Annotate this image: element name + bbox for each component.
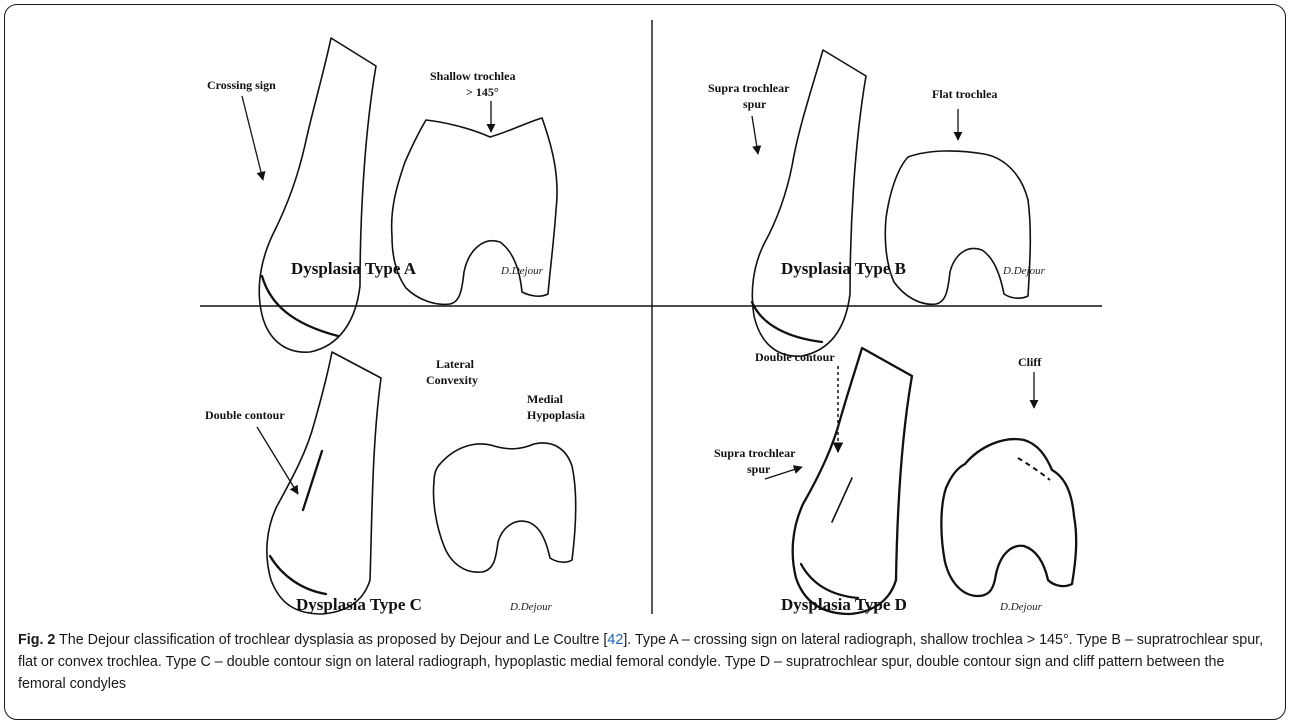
label-double-contour-d: Double contour: [755, 350, 835, 364]
panel-type-b: Supra trochlear spur Flat trochlea Dyspl…: [708, 50, 1046, 356]
label-lateral-convexity-l2: Convexity: [426, 373, 478, 387]
arrow-double-contour-c: [257, 427, 298, 494]
title-type-a: Dysplasia Type A: [291, 259, 417, 278]
arrow-supra-trochlear-spur-d: [765, 467, 802, 479]
label-shallow-angle: > 145°: [466, 85, 499, 99]
figure-illustration: Crossing sign Shallow trochlea > 145° Dy…: [0, 0, 1292, 622]
title-type-b: Dysplasia Type B: [781, 259, 906, 278]
trochlea-d: [941, 439, 1076, 596]
signature-b: D.Dejour: [1002, 265, 1046, 277]
panel-type-a: Crossing sign Shallow trochlea > 145° Dy…: [207, 38, 557, 352]
trochlea-b: [885, 151, 1030, 304]
label-supra-trochlear-spur-b-l1: Supra trochlear: [708, 81, 790, 95]
label-cliff: Cliff: [1018, 355, 1042, 369]
panel-type-c: Double contour Lateral Convexity Medial …: [205, 352, 585, 614]
caption-text-start: The Dejour classification of trochlear d…: [55, 632, 607, 648]
label-supra-trochlear-spur-d-l1: Supra trochlear: [714, 446, 796, 460]
trochlea-c: [433, 443, 575, 572]
double-contour-outer-c: [270, 556, 326, 594]
spur-contour-d: [801, 564, 858, 598]
title-type-c: Dysplasia Type C: [296, 595, 422, 614]
label-supra-trochlear-spur-d-l2: spur: [747, 462, 771, 476]
femur-lateral-b: [752, 50, 866, 356]
label-flat-trochlea: Flat trochlea: [932, 87, 997, 101]
caption-reference-link[interactable]: 42: [607, 632, 623, 648]
label-lateral-convexity-l1: Lateral: [436, 357, 475, 371]
label-shallow-trochlea: Shallow trochlea: [430, 69, 515, 83]
signature-c: D.Dejour: [509, 601, 553, 613]
arrow-supra-trochlear-spur-b: [752, 116, 758, 154]
signature-d: D.Dejour: [999, 601, 1043, 613]
double-contour-line-d: [832, 478, 852, 522]
arrow-crossing-sign: [242, 96, 263, 180]
caption-fig-label: Fig. 2: [18, 632, 55, 648]
label-crossing-sign: Crossing sign: [207, 78, 276, 92]
figure-caption: Fig. 2 The Dejour classification of troc…: [18, 629, 1274, 695]
cliff-dashed-line: [1018, 458, 1050, 480]
double-contour-line-c: [303, 451, 322, 510]
title-type-d: Dysplasia Type D: [781, 595, 907, 614]
label-supra-trochlear-spur-b-l2: spur: [743, 97, 767, 111]
label-medial-hypoplasia-l2: Hypoplasia: [527, 408, 585, 422]
panel-type-d: Double contour Supra trochlear spur Clif…: [714, 348, 1076, 614]
label-double-contour-c: Double contour: [205, 408, 285, 422]
signature-a: D.Dejour: [500, 265, 544, 277]
label-medial-hypoplasia-l1: Medial: [527, 392, 564, 406]
femur-lateral-d: [793, 348, 912, 614]
